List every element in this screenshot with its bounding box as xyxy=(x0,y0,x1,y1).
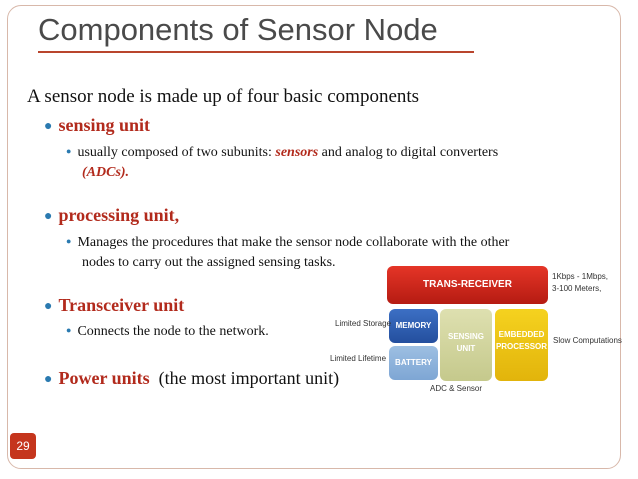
sensing-unit-block: SENSING UNIT xyxy=(440,309,492,381)
bullet-icon: ● xyxy=(44,209,53,224)
block-label: UNIT xyxy=(456,344,476,353)
title-underline xyxy=(38,51,474,53)
page-number: 29 xyxy=(10,433,36,459)
memory-block: MEMORY xyxy=(389,309,438,343)
sub-bullet-text: Connects the node to the network. xyxy=(77,324,269,339)
embedded-processor-block: EMBEDDED PROCESSOR xyxy=(495,309,548,381)
sub-bullet-text: Manages the procedures that make the sen… xyxy=(77,235,510,250)
limited-storage-label: Limited Storage xyxy=(335,319,392,328)
bullet-sensing-unit: ● sensing unit xyxy=(44,115,150,136)
sub-bullet-sensing: ● usually composed of two subunits: senso… xyxy=(66,143,586,183)
slow-computations-label: Slow Computations xyxy=(553,336,622,345)
intro-text: A sensor node is made up of four basic c… xyxy=(27,86,420,107)
sub-bullet-continuation: nodes to carry out the assigned sensing … xyxy=(82,255,336,270)
trans-receiver-block: TRANS-RECEIVER xyxy=(387,266,548,304)
sub-bullet-text: and analog to digital converters xyxy=(318,145,499,160)
sub-bullet-processing: ● Manages the procedures that make the se… xyxy=(66,233,586,273)
bullet-icon: ● xyxy=(44,299,53,314)
sub-bullet-icon: ● xyxy=(66,236,72,246)
bullet-transceiver-unit: ● Transceiver unit xyxy=(44,295,184,316)
bullet-heading: Power units xyxy=(58,368,150,388)
block-label: SENSING xyxy=(447,332,484,341)
bullet-processing-unit: ● processing unit, xyxy=(44,205,179,226)
bullet-icon: ● xyxy=(44,119,53,134)
emphasis-text: sensors xyxy=(275,145,319,160)
sub-bullet-icon: ● xyxy=(66,146,72,156)
limited-lifetime-label: Limited Lifetime xyxy=(330,354,387,363)
sub-bullet-text: usually composed of two subunits: xyxy=(77,145,276,160)
rate-label-line2: 3-100 Meters, xyxy=(552,284,602,293)
slide-frame xyxy=(7,5,621,469)
bullet-heading: sensing unit xyxy=(58,115,151,135)
bullet-suffix: (the most important unit) xyxy=(158,368,340,388)
bullet-heading: Transceiver unit xyxy=(58,295,185,315)
bullet-power-units: ● Power units (the most important unit) xyxy=(44,368,339,389)
block-label: EMBEDDED xyxy=(498,330,545,339)
rate-label-line1: 1Kbps - 1Mbps, xyxy=(552,272,609,281)
adc-sensor-label: ADC & Sensor xyxy=(430,384,483,393)
sub-bullet-transceiver: ● Connects the node to the network. xyxy=(66,322,269,342)
sub-bullet-icon: ● xyxy=(66,325,72,335)
slide-title: Components of Sensor Node xyxy=(38,12,438,47)
bullet-heading: processing unit, xyxy=(58,205,180,225)
bullet-icon: ● xyxy=(44,372,53,387)
block-label: PROCESSOR xyxy=(495,342,548,351)
battery-block: BATTERY xyxy=(389,346,438,380)
sub-bullet-continuation: (ADCs). xyxy=(82,165,130,180)
